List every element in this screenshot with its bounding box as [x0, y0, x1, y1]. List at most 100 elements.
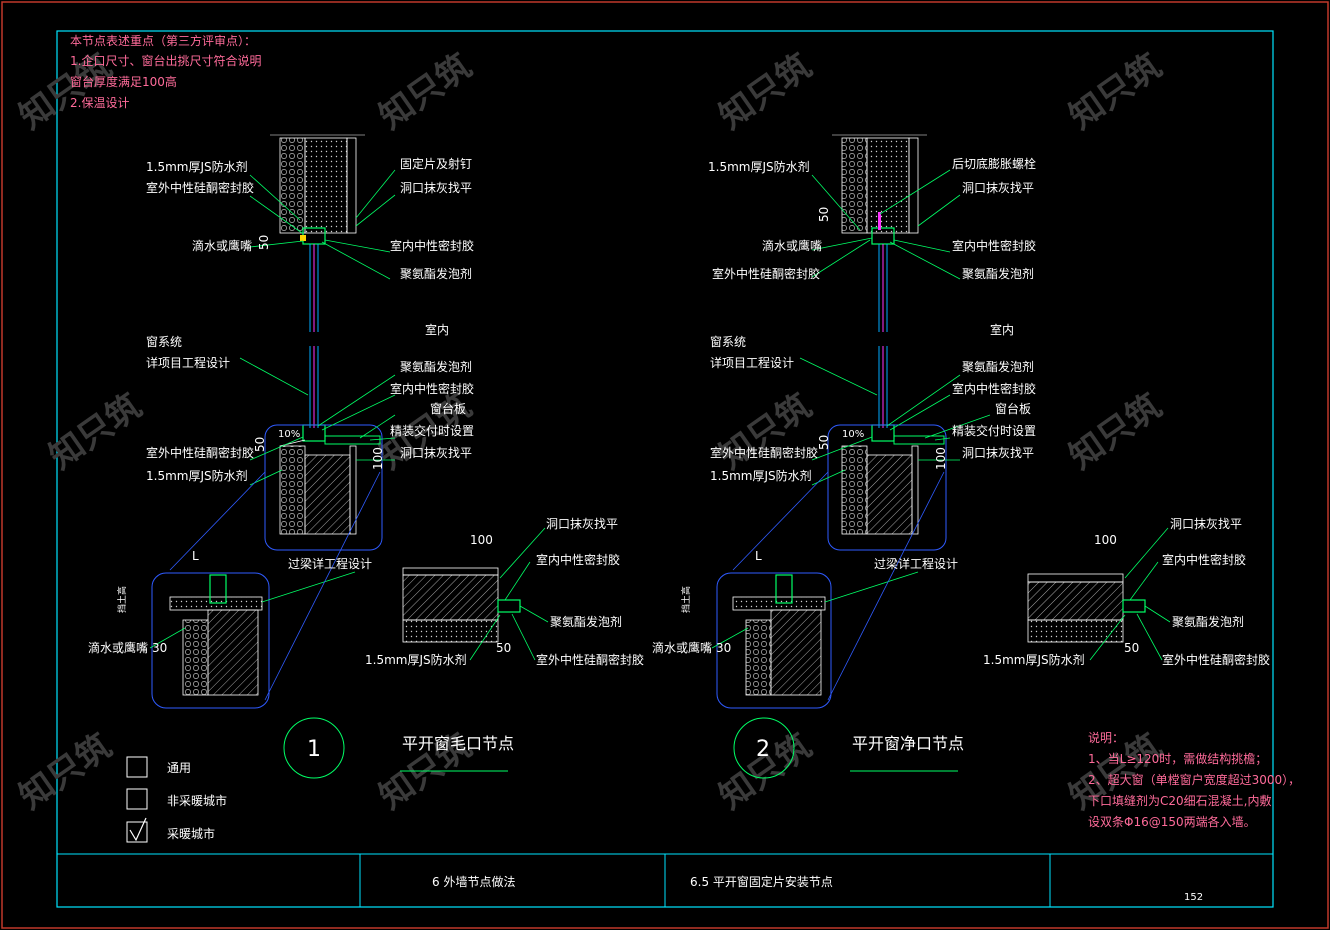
title-block-cell: 6 外墙节点做法 — [432, 874, 515, 889]
label: 1.5mm厚JS防水剂 — [146, 159, 248, 174]
lintel-frame — [775, 574, 793, 604]
label: 聚氨酯发泡剂 — [550, 614, 622, 629]
sill-region — [827, 424, 947, 551]
label: 室外中性硅酮密封胶 — [1162, 652, 1270, 667]
sill-plaster — [911, 445, 919, 535]
label: 室内中性密封胶 — [1162, 552, 1246, 567]
top-note-line: 1.企口尺寸、窗台出挑尺寸符合说明 — [70, 53, 261, 68]
label: 聚氨酯发泡剂 — [962, 266, 1034, 281]
label: 1.5mm厚JS防水剂 — [710, 468, 812, 483]
leader-line — [889, 394, 951, 431]
remarks-heading: 说明： — [1088, 730, 1124, 745]
label: 室外中性硅酮密封胶 — [536, 652, 644, 667]
sill-detail-frame — [497, 599, 521, 613]
leader-line — [924, 414, 991, 439]
label: 洞口抹灰找平 — [546, 517, 618, 531]
watermark-text: 知只筑 — [1062, 46, 1168, 137]
label: 室外中性硅酮密封胶 — [146, 180, 254, 195]
dimension: 挡土高 — [680, 586, 692, 613]
dimension: 50 — [253, 437, 267, 452]
label: 1.5mm厚JS防水剂 — [146, 468, 248, 483]
top-note-line: 窗台厚度满足100高 — [70, 74, 177, 89]
leader-line — [261, 571, 356, 603]
leader-line — [824, 571, 919, 603]
leader-line — [879, 169, 951, 215]
label: 聚氨酯发泡剂 — [1172, 614, 1244, 629]
leader-line — [917, 194, 961, 227]
center-mark: 室内 — [990, 322, 1014, 337]
detail-1: 1.5mm厚JS防水剂 室外中性硅酮密封胶 滴水或鹰嘴 窗系统 详项目工程设计 … — [88, 134, 644, 779]
label: 洞口抹灰找平 — [400, 446, 472, 460]
dimension: L — [192, 549, 199, 563]
leader-line — [1129, 561, 1159, 601]
region-link — [732, 471, 829, 571]
center-mark: 室内 — [425, 322, 449, 337]
sill-region — [264, 424, 383, 551]
sill-detail-insulation — [1027, 619, 1124, 643]
dimension: 30 — [716, 641, 731, 655]
lintel-frame — [209, 574, 227, 604]
label: 洞口抹灰找平 — [962, 181, 1034, 195]
leader-line — [811, 436, 873, 461]
label: 聚氨酯发泡剂 — [400, 266, 472, 281]
leader-line — [811, 237, 873, 251]
label: 聚氨酯发泡剂 — [962, 359, 1034, 374]
region-link — [264, 471, 381, 701]
leader-line — [1144, 605, 1171, 623]
label: 滴水或鹰嘴 — [88, 640, 148, 655]
leader-line — [889, 241, 961, 280]
watermark-text: 知只筑 — [712, 386, 818, 477]
detail-title: 平开窗毛口节点 — [402, 734, 514, 753]
label: 1.5mm厚JS防水剂 — [983, 652, 1085, 667]
page-number: 152 — [1184, 892, 1203, 903]
dimension: 100 — [934, 447, 948, 470]
detail-number-circle — [283, 717, 345, 779]
label: 1.5mm厚JS防水剂 — [365, 652, 467, 667]
legend-checkbox — [126, 788, 148, 810]
dimension: 10% — [278, 429, 300, 440]
head-insulation — [279, 137, 306, 234]
label: 室内中性密封胶 — [952, 381, 1036, 396]
leader-line — [249, 436, 304, 461]
leader-line — [1124, 527, 1169, 579]
anchor-bolt — [878, 212, 881, 230]
top-note-line: 本节点表述重点（第三方评审点）： — [70, 33, 256, 48]
sealant-head — [300, 235, 306, 241]
label: 过梁详工程设计 — [874, 556, 958, 571]
label: 室外中性硅酮密封胶 — [710, 445, 818, 460]
detail-number-circle — [733, 717, 795, 779]
dimension: 30 — [152, 641, 167, 655]
lintel-region — [716, 572, 832, 709]
leader-line — [321, 394, 396, 431]
legend-label: 通用 — [167, 761, 191, 775]
leader-line — [504, 561, 531, 601]
label: 洞口抹灰找平 — [1170, 517, 1242, 531]
lintel-region — [151, 572, 270, 709]
leader-line — [249, 240, 304, 248]
remarks-line: 2、超大窗（单樘窗户宽度超过3000）， — [1088, 772, 1300, 787]
detail-number: 2 — [756, 737, 770, 762]
sill-board — [893, 435, 945, 445]
region-link — [827, 471, 945, 701]
legend-checkbox — [126, 821, 148, 843]
label: 滴水或鹰嘴 — [192, 238, 252, 253]
label: 1.5mm厚JS防水剂 — [708, 159, 810, 174]
remarks: 说明： 1、当L≥120时，需做结构挑檐； 2、超大窗（单樘窗户宽度超过3000… — [1088, 730, 1300, 829]
lintel-insulation — [745, 619, 772, 696]
leader-line — [811, 239, 871, 278]
sill-concrete — [304, 454, 351, 535]
watermark-text: 知只筑 — [1062, 386, 1168, 477]
leader-line — [1089, 614, 1126, 661]
leader-line — [369, 437, 396, 441]
leader-line — [321, 241, 391, 280]
label: 室内中性密封胶 — [390, 381, 474, 396]
label: 聚氨酯发泡剂 — [400, 359, 472, 374]
leader-line — [886, 374, 961, 427]
label: 详项目工程设计 — [710, 355, 794, 370]
remarks-line: 1、当L≥120时，需做结构挑檐； — [1088, 751, 1267, 766]
head-concrete — [304, 137, 348, 234]
sill-board — [324, 435, 381, 445]
label: 后切底膨胀螺栓 — [952, 156, 1036, 171]
legend-label: 非采暖城市 — [167, 793, 227, 808]
